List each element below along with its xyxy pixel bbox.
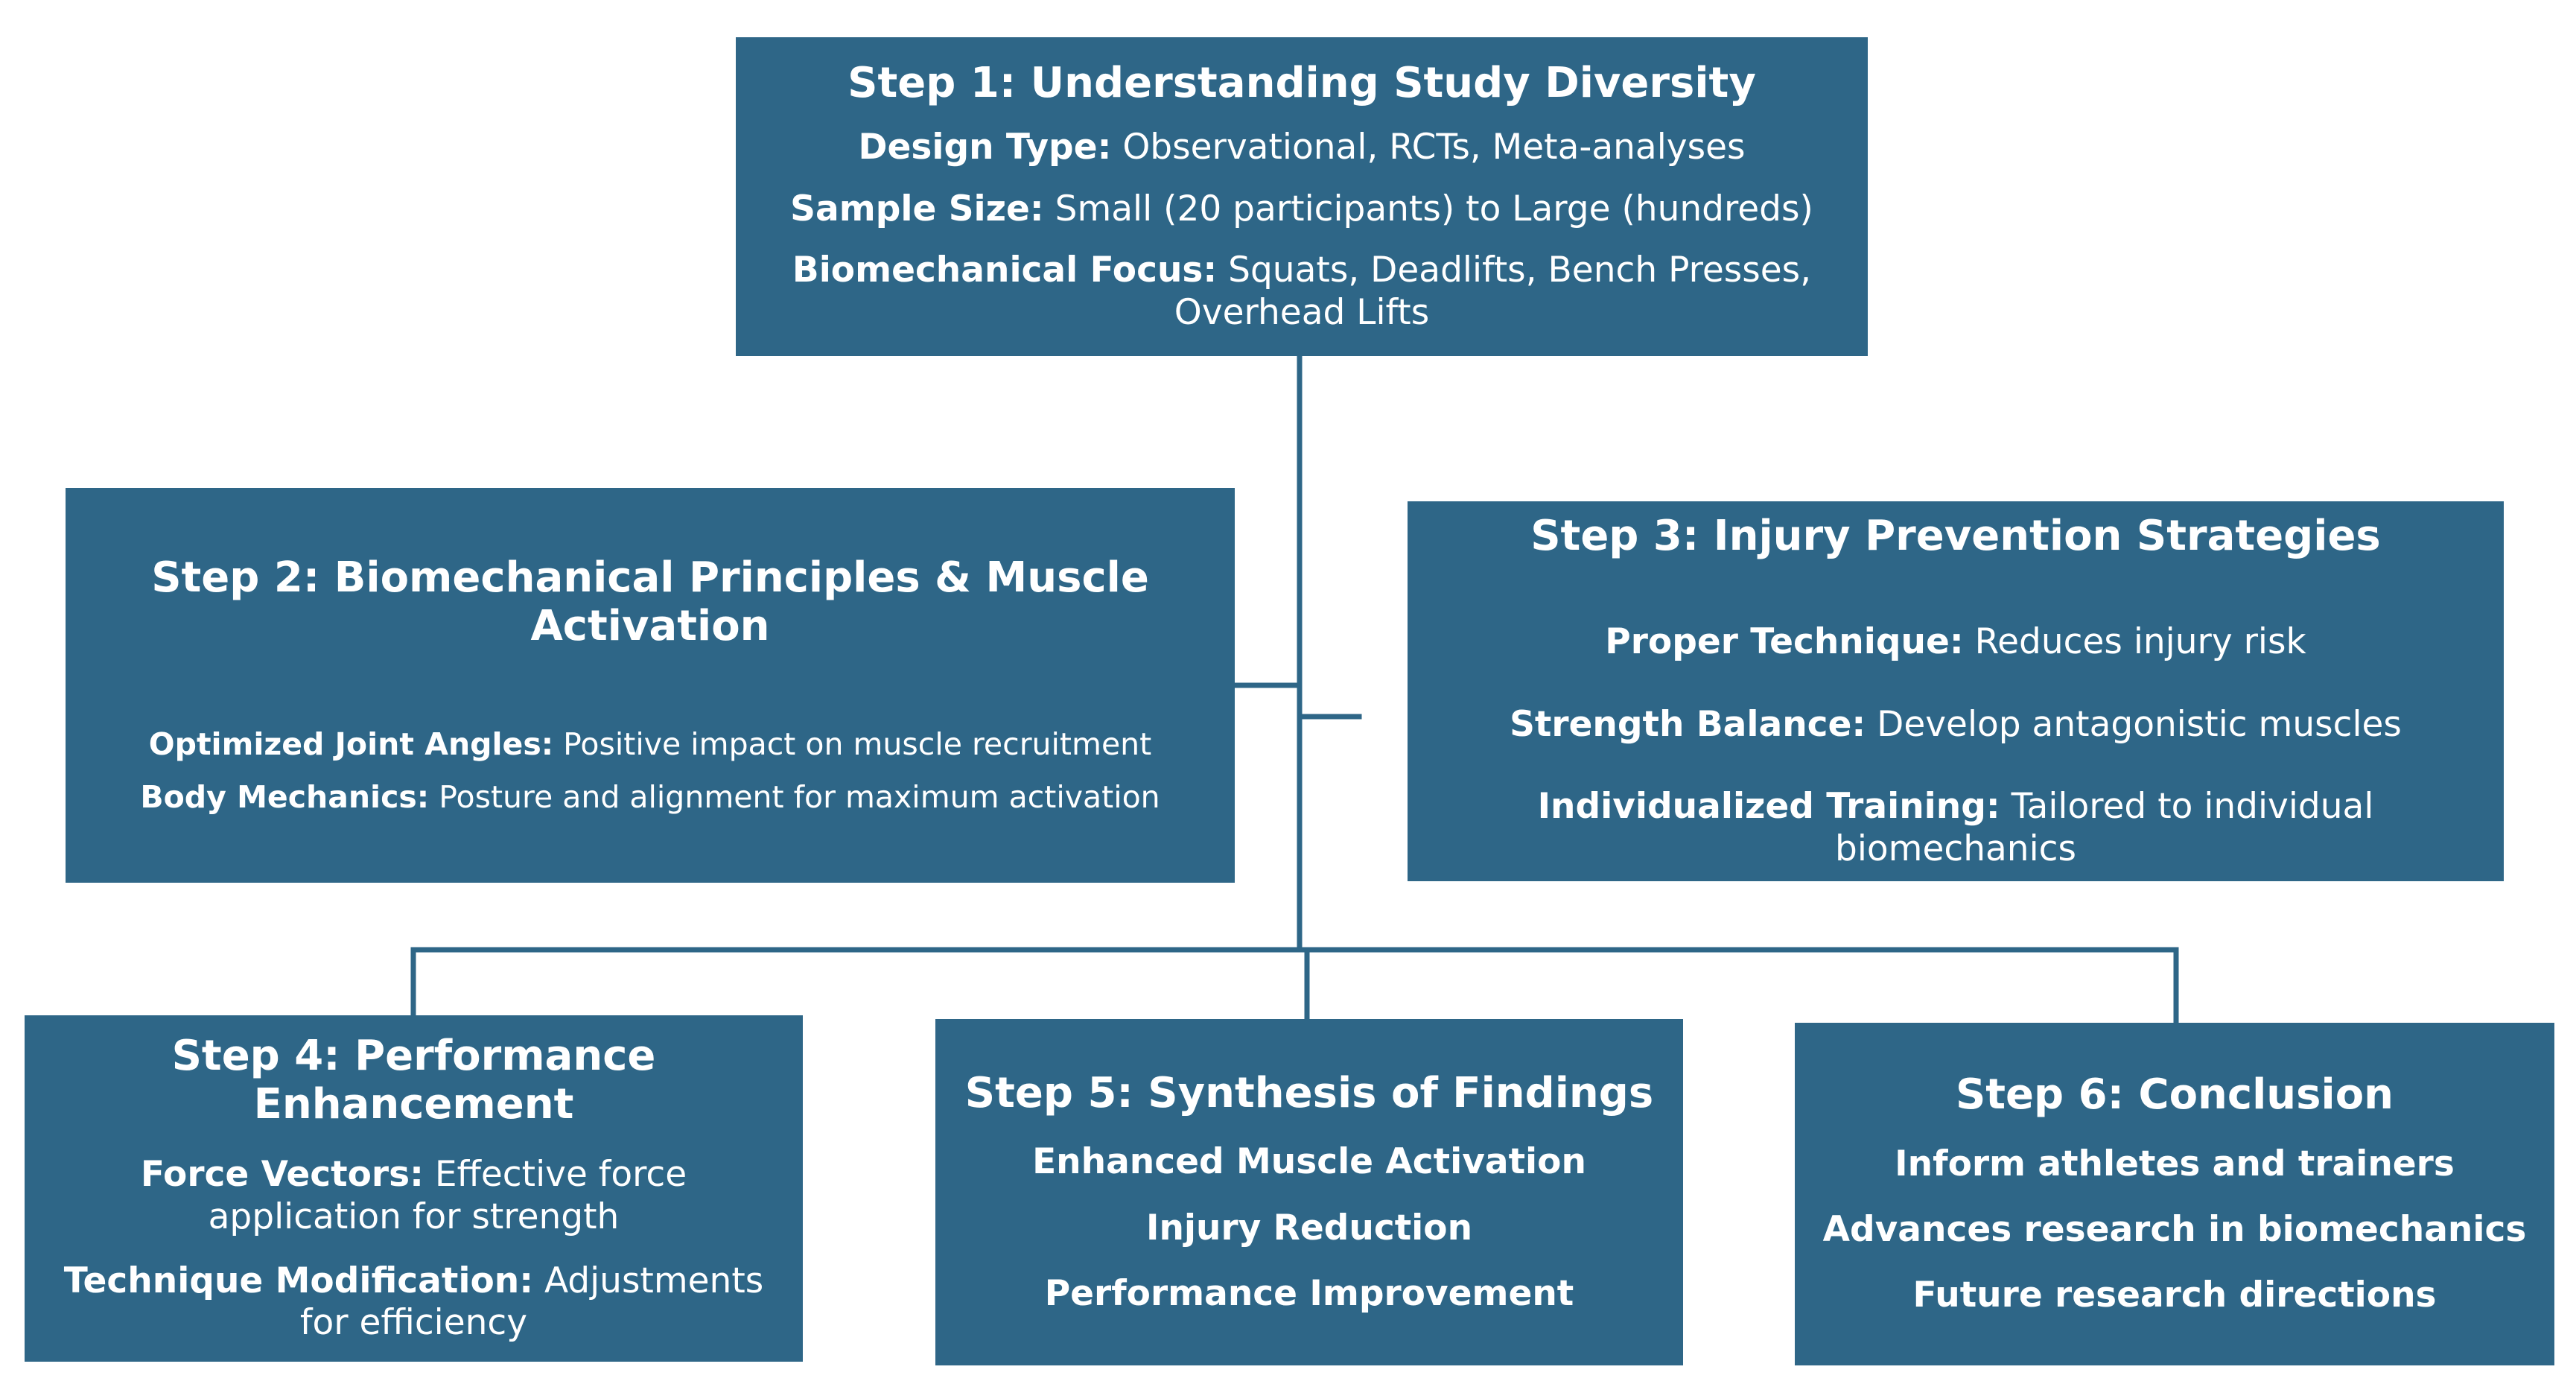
step6-item: Future research directions bbox=[1912, 1275, 2437, 1316]
step4-item: Technique Modification: Adjustments for … bbox=[47, 1260, 780, 1345]
step3-item-text: Reduces injury risk bbox=[1963, 621, 2306, 663]
step4-item-text: Effective force application for strength bbox=[208, 1154, 687, 1237]
step1-item-label: Biomechanical Focus: bbox=[792, 250, 1218, 291]
step5-item: Injury Reduction bbox=[1145, 1207, 1473, 1248]
step3-item: Proper Technique: Reduces injury risk bbox=[1605, 621, 2306, 663]
step6-title: Step 6: Conclusion bbox=[1955, 1070, 2394, 1120]
step5-item: Performance Improvement bbox=[1044, 1272, 1574, 1314]
step2-box: Step 2: Biomechanical Principles & Muscl… bbox=[66, 488, 1235, 883]
step6-item: Advances research in biomechanics bbox=[1822, 1209, 2527, 1250]
step3-item-label: Strength Balance: bbox=[1510, 703, 1866, 745]
step2-title: Step 2: Biomechanical Principles & Muscl… bbox=[151, 553, 1149, 650]
step5-item: Enhanced Muscle Activation bbox=[1032, 1141, 1586, 1183]
step4-item-label: Force Vectors: bbox=[140, 1154, 424, 1196]
step6-item: Inform athletes and trainers bbox=[1895, 1143, 2455, 1184]
step1-title: Step 1: Understanding Study Diversity bbox=[847, 59, 1756, 108]
step5-title: Step 5: Synthesis of Findings bbox=[964, 1068, 1654, 1117]
step1-item-text: Small (20 participants) to Large (hundre… bbox=[1043, 188, 1813, 229]
step3-item-text: Tailored to individual biomechanics bbox=[1835, 786, 2374, 869]
step3-item-label: Proper Technique: bbox=[1605, 621, 1964, 663]
step3-box: Step 3: Injury Prevention Strategies Pro… bbox=[1408, 501, 2504, 881]
step2-item-text: Posture and alignment for maximum activa… bbox=[429, 779, 1160, 816]
step4-item: Force Vectors: Effective force applicati… bbox=[47, 1154, 780, 1238]
step2-item: Optimized Joint Angles: Positive impact … bbox=[149, 726, 1151, 763]
step3-title: Step 3: Injury Prevention Strategies bbox=[1530, 512, 2381, 561]
step2-item: Body Mechanics: Posture and alignment fo… bbox=[140, 779, 1160, 816]
step1-item: Biomechanical Focus: Squats, Deadlifts, … bbox=[780, 250, 1823, 334]
step1-box: Step 1: Understanding Study Diversity De… bbox=[736, 37, 1868, 356]
step2-item-label: Body Mechanics: bbox=[140, 779, 430, 816]
step3-item-label: Individualized Training: bbox=[1537, 786, 2000, 828]
step3-item: Individualized Training: Tailored to ind… bbox=[1437, 786, 2474, 870]
step5-box: Step 5: Synthesis of Findings Enhanced M… bbox=[935, 1019, 1683, 1365]
step3-item-text: Develop antagonistic muscles bbox=[1866, 703, 2402, 745]
step3-item: Strength Balance: Develop antagonistic m… bbox=[1510, 704, 2402, 746]
step1-item-label: Sample Size: bbox=[790, 188, 1044, 229]
step6-box: Step 6: Conclusion Inform athletes and t… bbox=[1795, 1023, 2554, 1365]
step4-item-text: Adjustments for efficiency bbox=[299, 1260, 764, 1344]
step1-item-text: Squats, Deadlifts, Bench Presses, Overhe… bbox=[1174, 250, 1812, 333]
step1-item: Design Type: Observational, RCTs, Meta-a… bbox=[858, 127, 1745, 168]
step1-item-text: Observational, RCTs, Meta-analyses bbox=[1111, 127, 1746, 168]
step4-item-label: Technique Modification: bbox=[63, 1260, 533, 1301]
step2-item-text: Positive impact on muscle recruitment bbox=[553, 726, 1152, 763]
step4-title: Step 4: Performance Enhancement bbox=[171, 1032, 656, 1129]
step1-item-label: Design Type: bbox=[858, 127, 1112, 168]
step2-item-label: Optimized Joint Angles: bbox=[148, 726, 554, 763]
step1-item: Sample Size: Small (20 participants) to … bbox=[790, 188, 1813, 230]
step4-box: Step 4: Performance Enhancement Force Ve… bbox=[25, 1015, 803, 1362]
